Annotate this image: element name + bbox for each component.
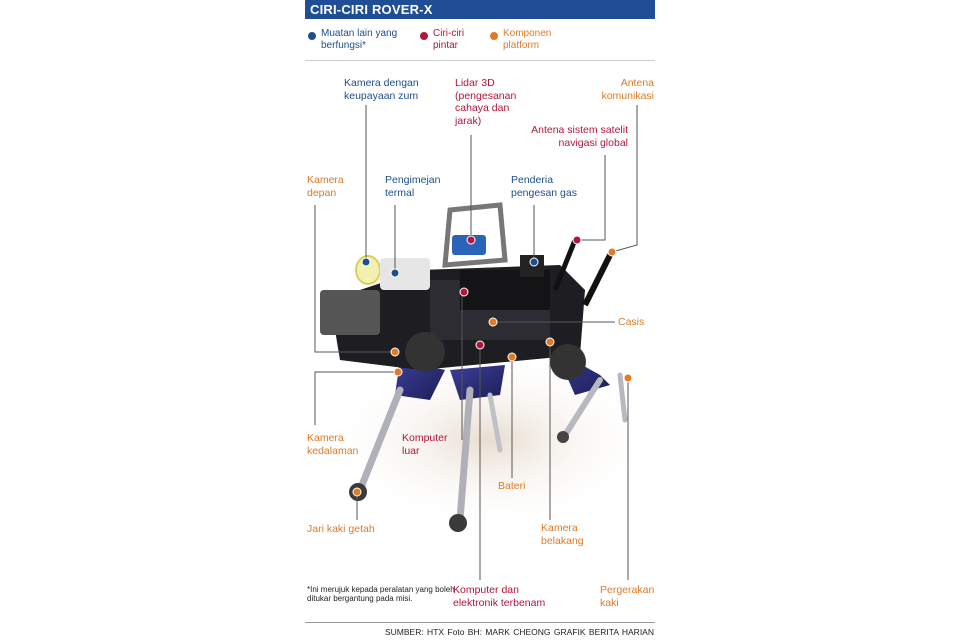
label-antena-kom: Antena komunikasi xyxy=(590,77,654,102)
dot-antena-gps xyxy=(572,235,582,245)
back-leg2-lower xyxy=(617,372,628,423)
front-leg2-lower xyxy=(456,386,474,524)
label-kedalaman-l2: kedalaman xyxy=(307,444,359,457)
label-kamera-kedalaman: Kamera kedalaman xyxy=(307,432,358,457)
label-bateri-l1: Bateri xyxy=(498,480,526,492)
front-leg2-upper xyxy=(450,365,505,400)
dot-pergerakan xyxy=(623,373,633,383)
dot-penderia xyxy=(529,257,539,267)
comm-antenna xyxy=(582,253,613,307)
legend-blue-line2: berfungsi* xyxy=(321,40,367,51)
label-lidar: Lidar 3D (pengesanan cahaya dan jarak) xyxy=(455,77,516,127)
label-kamera-depan-l1: Kamera xyxy=(307,174,344,186)
dot-kamera-belakang xyxy=(545,337,555,347)
label-pengimejan-l1: Pengimejan xyxy=(385,174,441,186)
front-leg-lower xyxy=(356,386,404,494)
label-lidar-l4: jarak) xyxy=(455,114,482,127)
gnss-antenna xyxy=(552,239,578,291)
label-pergerakan-l2: kaki xyxy=(600,596,619,609)
title-bar xyxy=(305,0,655,19)
front-foot-right xyxy=(449,514,467,532)
leader-kamera-depan xyxy=(314,205,395,353)
back-leg-lower xyxy=(562,377,603,438)
leader-antena-gps xyxy=(577,155,606,241)
label-bateri: Bateri xyxy=(498,480,525,493)
label-komputer-elektronik-l1: Komputer dan xyxy=(453,584,519,596)
label-komputer-luar-l2: luar xyxy=(402,444,420,457)
label-antena-kom-l1: Antena xyxy=(620,77,654,89)
label-antena-gps-l2: navigasi global xyxy=(558,136,628,149)
label-penderia-gas: Penderia pengesan gas xyxy=(511,174,577,199)
legend-red-line1: Ciri-ciri xyxy=(433,28,465,39)
dot-antena-kom xyxy=(607,247,617,257)
label-antena-gps: Antena sistem satelit navigasi global xyxy=(520,124,628,149)
back-joint xyxy=(550,344,586,380)
credit-line: SUMBER: HTX Foto BH: MARK CHEONG GRAFIK … xyxy=(384,627,654,637)
legend-separator xyxy=(305,60,655,61)
footnote: *Ini merujuk kepada peralatan yang boleh… xyxy=(307,585,455,603)
label-komputer-elektronik-l2: elektronik terbenam xyxy=(453,596,546,609)
front-joint xyxy=(405,332,445,372)
legend-blue-line1: Muatan lain yang xyxy=(321,28,398,39)
label-lidar-l1: Lidar 3D xyxy=(455,77,495,89)
label-komputer-luar-l1: Komputer xyxy=(402,432,448,444)
label-kamera-zum-l1: Kamera dengan xyxy=(344,77,419,89)
label-antena-gps-l1: Antena sistem satelit xyxy=(531,124,628,136)
leader-lines xyxy=(314,105,638,580)
front-sensor xyxy=(320,290,380,335)
label-antena-kom-l2: komunikasi xyxy=(601,89,654,102)
leader-antena-kom xyxy=(611,105,638,253)
legend-orange: Komponen platform xyxy=(503,28,551,52)
label-komputer-luar: Komputer luar xyxy=(402,432,448,457)
legend-dot-red xyxy=(420,32,428,40)
label-kamera-depan: Kamera depan xyxy=(307,174,344,199)
legend-blue: Muatan lain yang berfungsi* xyxy=(321,28,397,52)
dot-pengimejan xyxy=(390,268,400,278)
label-jari-kaki: Jari kaki getah xyxy=(307,523,375,536)
label-casis: Casis xyxy=(618,316,644,329)
dot-kamera-zum xyxy=(361,257,371,267)
label-kamera-belakang: Kamera belakang xyxy=(541,522,584,547)
dot-komputer-elektronik xyxy=(475,340,485,350)
label-pengimejan: Pengimejan termal xyxy=(385,174,440,199)
label-kamera-zum-l2: keupayaan zum xyxy=(344,89,419,102)
legend-red-line2: pintar xyxy=(433,40,459,51)
dot-kedalaman xyxy=(393,367,403,377)
lidar-bracket xyxy=(442,202,508,268)
legend-orange-line2: platform xyxy=(503,40,540,51)
label-kamera-belakang-l1: Kamera xyxy=(541,522,578,534)
dot-komputer-luar xyxy=(459,287,469,297)
dot-lidar xyxy=(466,235,476,245)
label-kamera-depan-l2: depan xyxy=(307,186,337,199)
label-jari-kaki-l1: Jari kaki getah xyxy=(307,523,375,535)
legend-orange-line1: Komponen xyxy=(503,28,552,39)
credit-separator xyxy=(305,622,655,623)
label-kamera-belakang-l2: belakang xyxy=(541,534,584,547)
legend-dot-blue xyxy=(308,32,316,40)
label-komputer-elektronik: Komputer dan elektronik terbenam xyxy=(453,584,545,609)
label-kedalaman-l1: Kamera xyxy=(307,432,344,444)
label-lidar-l2: (pengesanan xyxy=(455,89,517,102)
infographic-title: CIRI-CIRI ROVER-X xyxy=(310,2,433,17)
label-lidar-l3: cahaya dan xyxy=(455,102,510,114)
label-pergerakan-l1: Pergerakan xyxy=(600,584,655,596)
thermal-camera xyxy=(380,258,430,290)
legend-red: Ciri-ciri pintar xyxy=(433,28,464,52)
dot-kamera-depan xyxy=(390,347,400,357)
leader-kedalaman xyxy=(314,371,398,425)
label-kamera-zum: Kamera dengan keupayaan zum xyxy=(344,77,419,102)
label-casis-l1: Casis xyxy=(618,316,645,328)
label-pergerakan-kaki: Pergerakan kaki xyxy=(600,584,654,609)
label-penderia-gas-l2: pengesan gas xyxy=(511,186,577,199)
legend-dot-orange xyxy=(490,32,498,40)
label-penderia-gas-l1: Penderia xyxy=(511,174,554,186)
label-pengimejan-l2: termal xyxy=(385,186,415,199)
lidar-sensor xyxy=(452,235,486,255)
dot-bateri xyxy=(507,352,517,362)
dot-casis xyxy=(488,317,498,327)
dot-jari-kaki xyxy=(352,487,362,497)
front-leg3-lower xyxy=(487,392,503,453)
back-foot xyxy=(557,431,569,443)
